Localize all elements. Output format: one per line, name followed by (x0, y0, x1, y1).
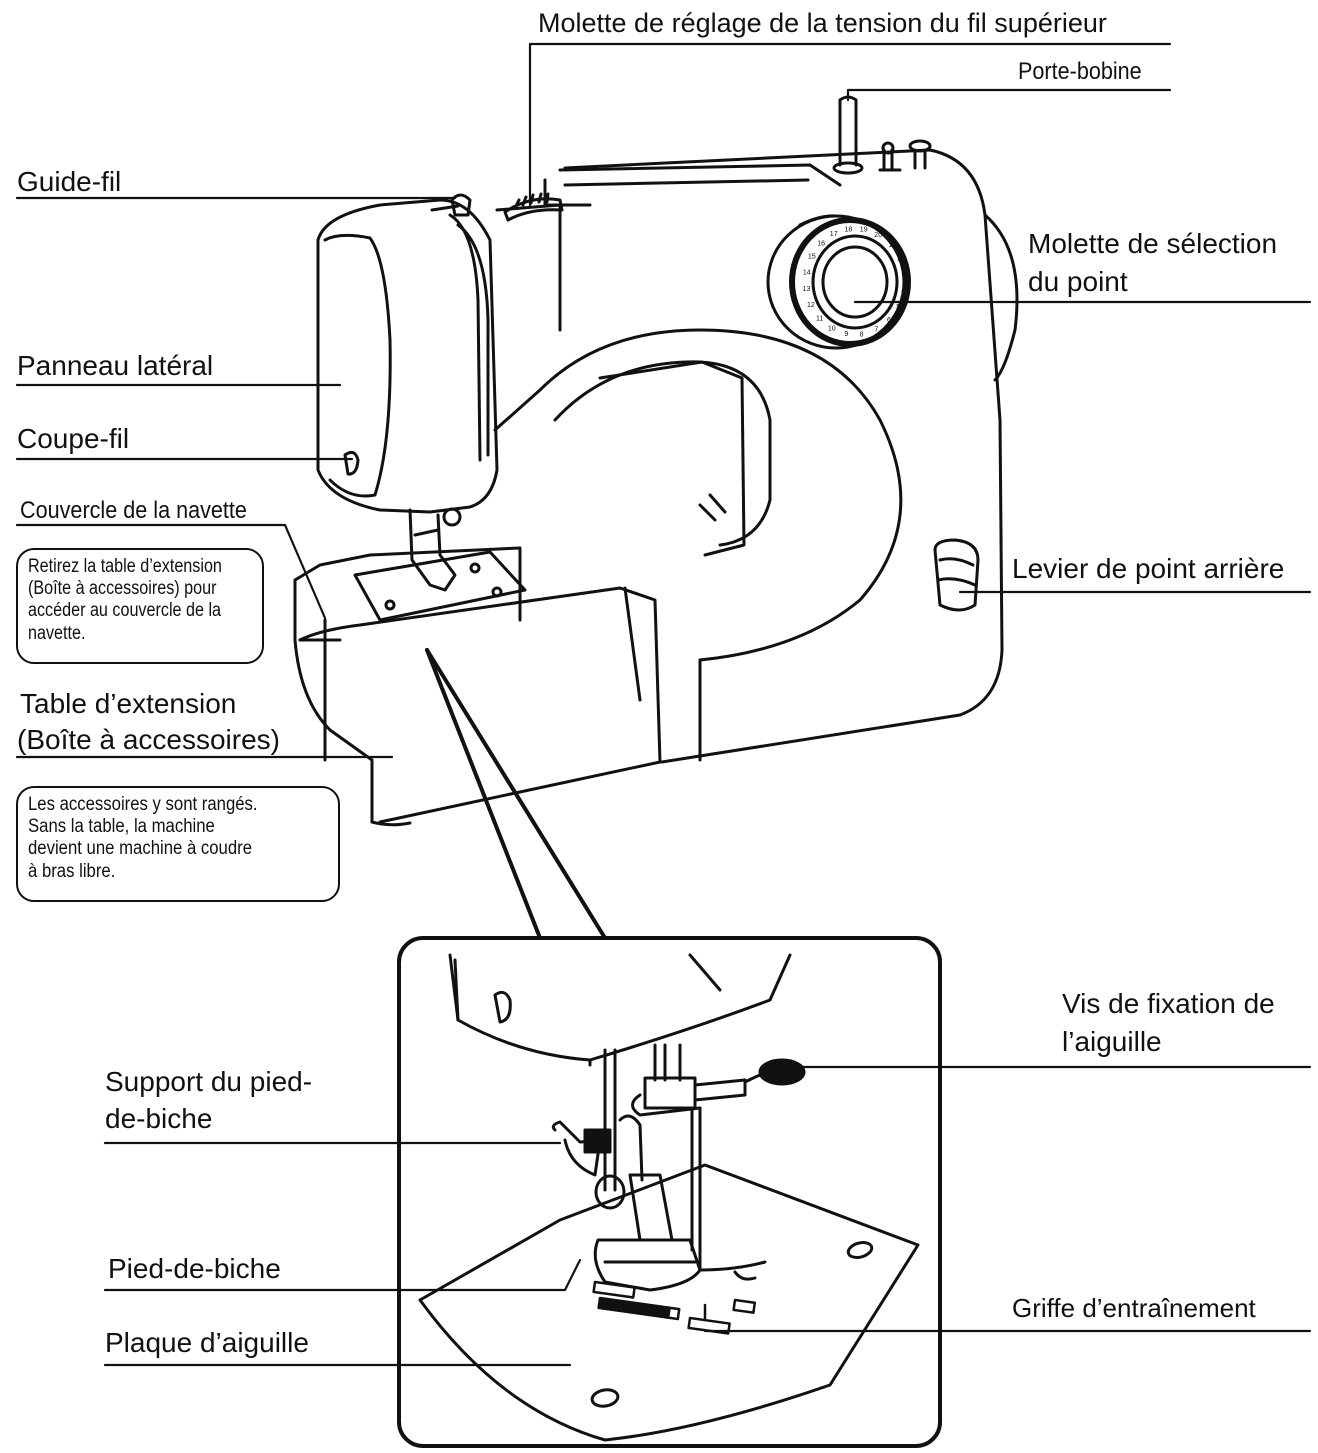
label-stitch-selector-line1: Molette de sélection (1028, 228, 1278, 259)
label-stitch-selector-line2: du point (1028, 266, 1128, 297)
note-table-line3: devient une machine à coudre (28, 838, 253, 860)
label-extension-table-line2: (Boîte à accessoires) (17, 724, 280, 755)
label-side-panel: Panneau latéral (17, 350, 214, 381)
dial-number: 6 (887, 317, 891, 324)
note-table-line4: à bras libre. (28, 860, 116, 882)
detail-view (397, 936, 942, 1448)
zoom-beam (425, 648, 607, 940)
dial-number: 15 (808, 254, 816, 261)
label-needle-screw-line1: Vis de fixation de (1062, 988, 1275, 1019)
label-presser-foot: Pied-de-biche (108, 1253, 281, 1284)
label-spool-pin: Porte-bobine (1018, 58, 1142, 85)
dial-number: 8 (860, 331, 864, 338)
extension-table (293, 450, 662, 827)
note-shuttle-line3: accéder au couvercle de la (28, 600, 222, 622)
note-shuttle-line1: Retirez la table d’extension (28, 556, 222, 577)
note-shuttle-cover: Retirez la table d’extension (Boîte à ac… (16, 548, 264, 664)
machine-body (316, 95, 1019, 764)
dial-number: 1 (888, 242, 892, 249)
label-needle-screw-line2: l’aiguille (1062, 1026, 1162, 1057)
dial-number: 17 (830, 231, 838, 238)
dial-number: 11 (816, 316, 823, 323)
dial-number: 7 (874, 327, 878, 334)
label-thread-cutter: Coupe-fil (17, 423, 130, 454)
dial-number: 14 (803, 269, 811, 276)
dial-number: 5 (896, 304, 900, 311)
leader-lines (15, 42, 1312, 1367)
dial-number: 20 (874, 232, 882, 239)
label-feed-dogs: Griffe d’entraînement (1012, 1293, 1256, 1323)
dial-number: 13 (803, 286, 811, 293)
dial-number: 9 (844, 331, 848, 338)
note-table-line2: Sans la table, la machine (28, 816, 215, 838)
label-tension-dial: Molette de réglage de la tension du fil … (538, 8, 1107, 38)
dial-number: 18 (845, 226, 853, 233)
label-needle-plate: Plaque d’aiguille (105, 1327, 309, 1358)
label-thread-guide: Guide-fil (17, 166, 122, 197)
dial-number: 3 (902, 272, 906, 279)
note-shuttle-line2: (Boîte à accessoires) pour (28, 578, 217, 600)
label-shuttle-cover: Couvercle de la navette (20, 497, 247, 524)
note-table-line1: Les accessoires y sont rangés. (28, 794, 258, 815)
dial-number: 4 (901, 288, 905, 295)
dial-number: 12 (807, 302, 815, 309)
dial-number: 19 (860, 227, 868, 234)
label-presser-holder-line2: de-biche (105, 1103, 213, 1134)
dial-number: 10 (828, 326, 836, 333)
label-extension-table-line1: Table d’extension (20, 688, 237, 719)
label-reverse-lever: Levier de point arrière (1012, 553, 1285, 584)
label-presser-holder-line1: Support du pied- (105, 1066, 313, 1097)
dial-number: 16 (817, 241, 825, 248)
note-shuttle-line4: navette. (28, 622, 86, 644)
dial-number: 2 (897, 256, 901, 263)
note-extension-table: Les accessoires y sont rangés. Sans la t… (16, 786, 340, 902)
